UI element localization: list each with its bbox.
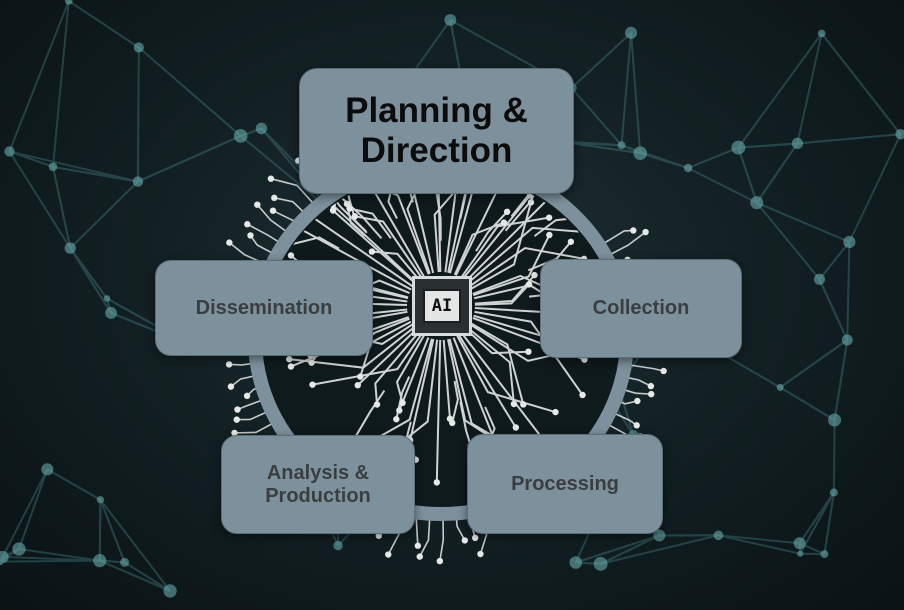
stage-planning-direction: Planning & Direction — [299, 68, 574, 194]
stage-processing: Processing — [467, 434, 663, 534]
stage-planning-direction-label: Planning & Direction — [345, 91, 528, 170]
stage-collection-label: Collection — [592, 297, 690, 319]
stage-analysis-production-label: Analysis & Production — [265, 461, 371, 507]
stage-processing-label: Processing — [511, 472, 619, 495]
stage-analysis-production: Analysis & Production — [221, 435, 415, 534]
ai-chip: AI — [412, 276, 472, 336]
stage-dissemination-label: Dissemination — [195, 296, 333, 319]
stage-dissemination: Dissemination — [155, 260, 373, 356]
ai-chip-label: AI — [423, 289, 461, 323]
stage-collection: Collection — [540, 259, 742, 358]
